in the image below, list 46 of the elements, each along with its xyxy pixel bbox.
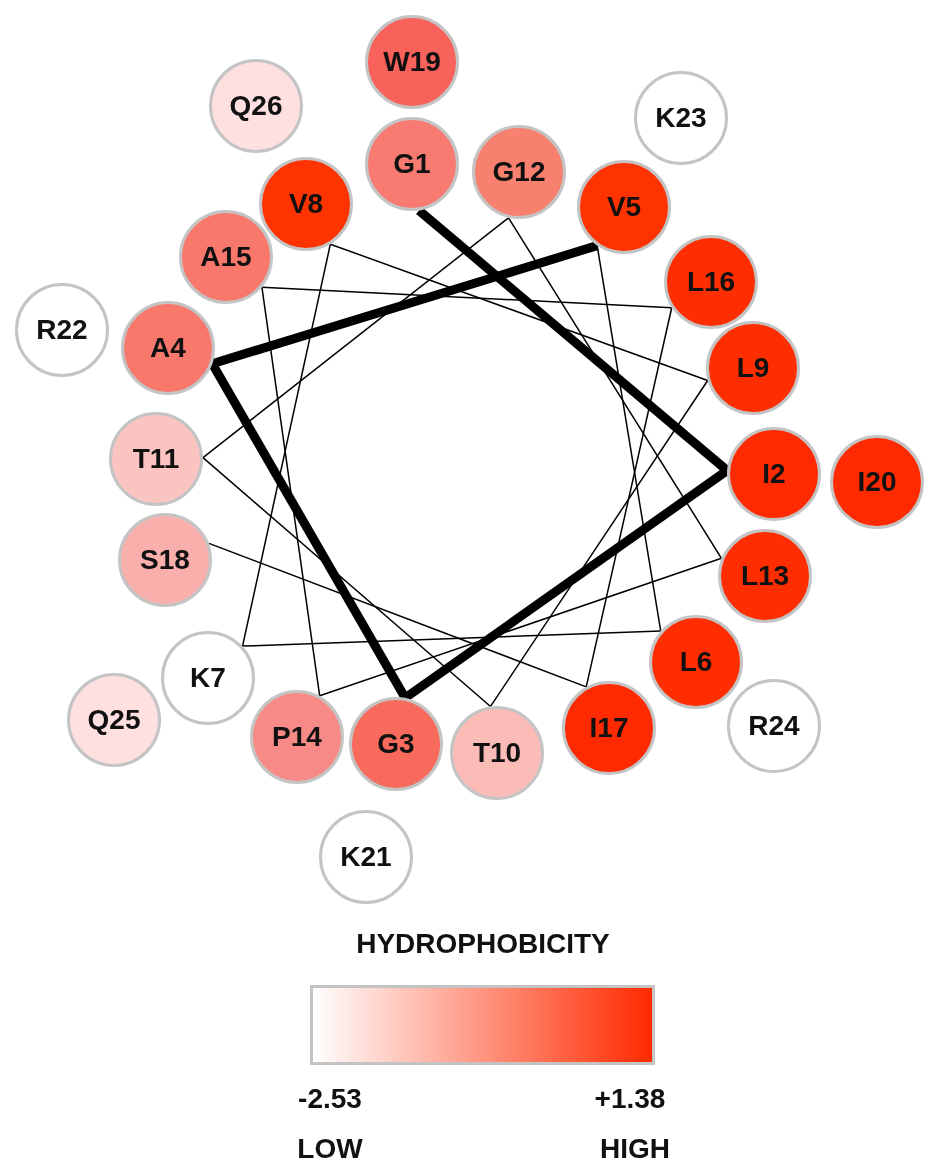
- residue-label: L13: [740, 560, 790, 592]
- helix-line: [585, 307, 673, 688]
- residue-label: K21: [340, 841, 392, 873]
- residue-label: K7: [190, 662, 226, 694]
- scale-value: -2.53: [298, 1083, 362, 1115]
- residue-label: Q25: [87, 704, 141, 736]
- residue-circle: [649, 615, 743, 709]
- helix-line: [261, 286, 321, 697]
- residue-label: L6: [679, 646, 713, 678]
- helix-line: [208, 542, 587, 688]
- residue-label: K23: [655, 102, 707, 134]
- helix-line: [318, 557, 723, 697]
- residue-label: L9: [736, 352, 770, 384]
- residue-label: L16: [686, 266, 736, 298]
- helix-line: [329, 243, 709, 382]
- residue-label: I20: [857, 466, 897, 498]
- residue-label: P14: [272, 721, 322, 753]
- helix-line: [261, 286, 673, 309]
- helix-line: [507, 217, 723, 560]
- helix-line: [202, 456, 492, 708]
- residue-label: T10: [472, 737, 522, 769]
- helix-line: [596, 244, 662, 632]
- helix-line: [241, 243, 332, 647]
- residue-label: I17: [589, 712, 629, 744]
- helix-line: [241, 630, 662, 647]
- residue-label: V5: [606, 191, 642, 223]
- residue-label: W19: [383, 46, 441, 78]
- residue-label: R24: [748, 710, 800, 742]
- scale-title: HYDROPHOBICITY: [356, 928, 610, 960]
- residue-label: V8: [288, 188, 324, 220]
- residue-label: T11: [132, 443, 180, 475]
- residue-label: A4: [150, 332, 186, 364]
- helix-line: [489, 379, 709, 708]
- scale-value: +1.38: [594, 1083, 666, 1115]
- residue-label: Q26: [229, 90, 283, 122]
- color-scale-bar: [310, 985, 655, 1065]
- residue-label: R22: [36, 314, 88, 346]
- residue-label: G3: [377, 728, 415, 760]
- residue-label: A15: [200, 241, 252, 273]
- scale-end-label: LOW: [297, 1133, 363, 1165]
- residue-label: G12: [492, 156, 546, 188]
- residue-label: G1: [393, 148, 431, 180]
- scale-end-label: HIGH: [600, 1133, 670, 1165]
- residue-label: S18: [140, 544, 190, 576]
- residue-label: I2: [762, 458, 786, 490]
- helix-line: [202, 217, 510, 459]
